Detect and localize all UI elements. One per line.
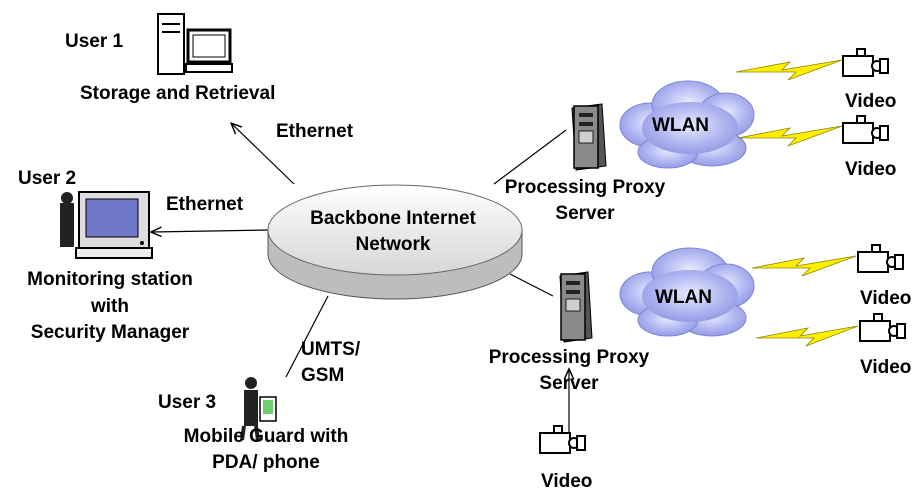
upper-server-label-line2: Server xyxy=(555,203,615,224)
backbone-network-disk xyxy=(267,184,523,300)
user1-caption: Storage and Retrieval xyxy=(80,83,276,104)
user2-caption-line1: Monitoring station xyxy=(27,269,193,290)
link-to-user1 xyxy=(232,124,295,185)
video-camera-icon xyxy=(842,48,889,77)
lower-server-label-line2: Server xyxy=(539,373,599,394)
backbone-label-line1: Backbone Internet xyxy=(310,208,476,229)
connection-lines xyxy=(152,124,569,435)
lightning-icon xyxy=(751,255,857,277)
video-label-4: Video xyxy=(860,357,912,378)
lightning-icon xyxy=(755,325,859,347)
lower-wlan-label: WLAN xyxy=(655,287,712,308)
video-label-1: Video xyxy=(845,91,897,112)
user1-computer-icon xyxy=(157,13,233,75)
user1-label: User 1 xyxy=(65,31,124,52)
lower-server-label-line1: Processing Proxy xyxy=(488,347,650,368)
ethernet-upper-label: Ethernet xyxy=(276,121,354,142)
video-camera-icon xyxy=(539,425,586,454)
link-to-user2 xyxy=(152,230,269,232)
user2-caption-line2: with xyxy=(91,296,129,317)
upper-proxy-server-icon xyxy=(571,103,607,171)
umts-label-line1: UMTS/ xyxy=(301,339,361,360)
backbone-label-line2: Network xyxy=(355,234,431,255)
video-camera-icon xyxy=(859,313,906,342)
user3-caption-line2: PDA/ phone xyxy=(212,452,320,473)
video-label-5: Video xyxy=(541,471,593,492)
user2-label: User 2 xyxy=(18,168,77,189)
video-camera-icon xyxy=(857,244,904,273)
ethernet-left-label: Ethernet xyxy=(166,194,244,215)
lower-proxy-server-icon xyxy=(559,271,593,343)
upper-server-label-line1: Processing Proxy xyxy=(504,177,666,198)
upper-wlan-label: WLAN xyxy=(652,115,709,136)
video-label-3: Video xyxy=(860,288,912,309)
video-label-2: Video xyxy=(845,159,897,180)
link-to-lower-server xyxy=(509,273,554,297)
user3-caption-line1: Mobile Guard with xyxy=(183,426,349,447)
lightning-icon xyxy=(737,125,843,147)
video-camera-icon xyxy=(842,115,889,144)
link-to-user3 xyxy=(285,295,329,378)
umts-label-line2: GSM xyxy=(301,365,345,386)
user3-label: User 3 xyxy=(158,392,217,413)
upper-wlan-cloud xyxy=(619,80,755,169)
user2-monitoring-station-icon xyxy=(60,191,153,259)
user2-caption-line3: Security Manager xyxy=(30,322,190,343)
lower-wlan-cloud xyxy=(619,247,755,337)
link-to-upper-server xyxy=(493,129,567,185)
user3-mobile-guard-icon xyxy=(240,377,277,441)
lightning-icon xyxy=(735,59,843,81)
wireless-links xyxy=(735,59,859,347)
